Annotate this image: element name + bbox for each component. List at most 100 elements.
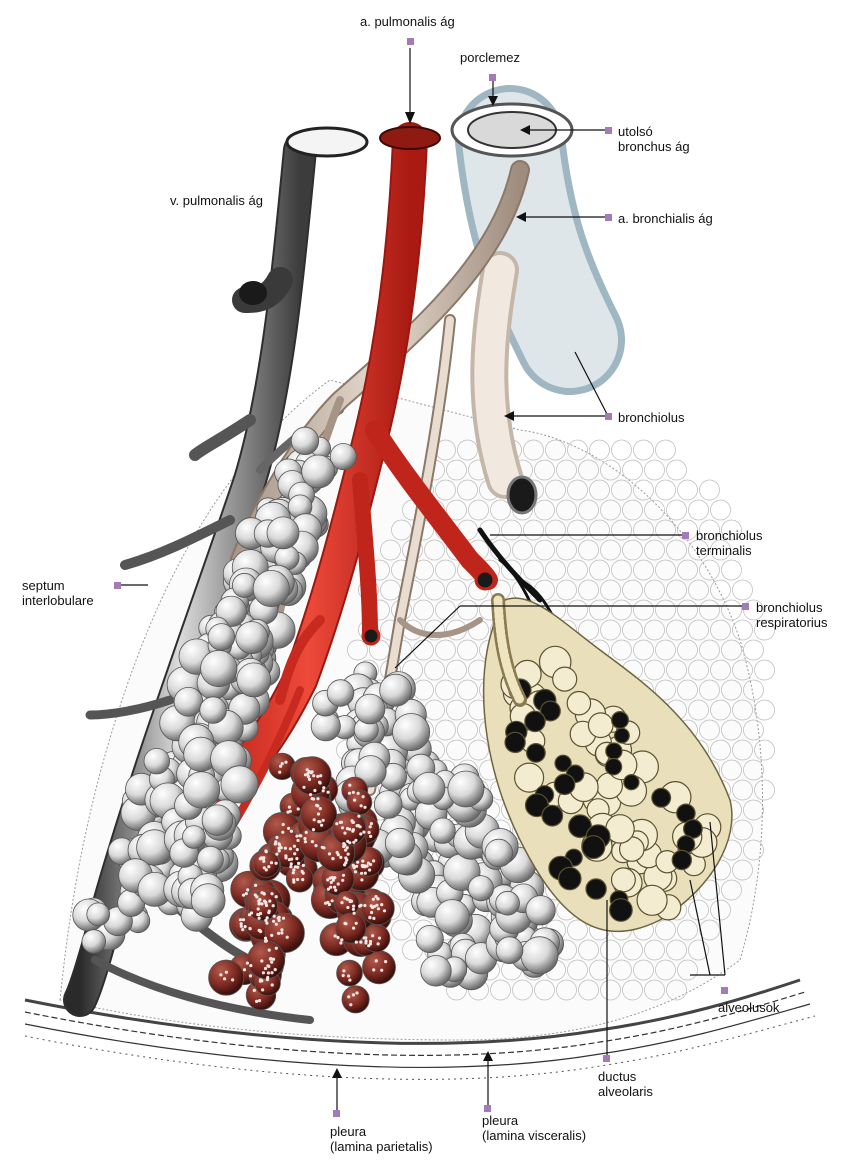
capillary-dot (314, 844, 318, 848)
capillary-dot (262, 866, 266, 870)
capillary-dot (372, 916, 376, 921)
white-alveolus (326, 679, 355, 707)
capillary-dot (340, 938, 344, 942)
background-alveolus (424, 539, 445, 561)
background-alveolus (611, 479, 632, 501)
capillary-dot (267, 948, 271, 952)
leader-arrowheads (332, 96, 530, 1078)
capillary-dot (354, 940, 358, 944)
background-alveolus (468, 739, 489, 761)
background-alveolus (600, 499, 621, 521)
capillary-dot (377, 936, 382, 940)
background-alveolus (688, 619, 709, 641)
capillary-dot (241, 918, 246, 922)
duct-lumen (613, 727, 630, 744)
background-alveolus (677, 679, 698, 701)
capillary-dot (340, 826, 345, 830)
capillary-dot (310, 840, 314, 844)
capillary-dot (354, 921, 358, 925)
background-alveolus (468, 499, 489, 521)
background-alveolus (457, 439, 478, 461)
background-alveolus (655, 959, 676, 981)
white-alveolus (354, 693, 386, 725)
background-alveolus (457, 719, 478, 741)
capillary-dot (274, 922, 278, 926)
background-alveolus (655, 439, 676, 461)
capillary-dot (247, 913, 252, 917)
capillary-dot (380, 968, 384, 972)
background-alveolus (743, 839, 764, 861)
background-alveolus (435, 479, 456, 501)
duct-lumen (524, 710, 546, 733)
background-alveolus (666, 539, 687, 561)
background-alveolus (446, 499, 467, 521)
white-alveolus (415, 925, 444, 954)
background-alveolus (556, 459, 577, 481)
duct-lumen (610, 710, 629, 729)
background-alveolus (578, 979, 599, 1001)
capillary-dot (374, 959, 378, 963)
background-alveolus (567, 959, 588, 981)
capillary-dot (257, 902, 261, 906)
label-bronchiolus-terminalis: bronchiolus terminalis (696, 528, 763, 558)
background-alveolus (611, 959, 632, 981)
capillary-dot (311, 797, 316, 801)
marker-pleura-parietalis (333, 1110, 340, 1117)
capillary-dot (274, 861, 278, 865)
capillary-dot (372, 968, 376, 972)
capillary-dot (299, 834, 303, 838)
capillary-dot (277, 915, 281, 919)
capillary-dot (333, 885, 337, 889)
background-alveolus (677, 559, 698, 581)
capillary-dot (296, 877, 300, 882)
duct-lumen (526, 743, 546, 763)
background-alveolus (666, 659, 687, 681)
background-alveolus (754, 699, 775, 721)
capillary-dot (264, 868, 268, 872)
background-alveolus (556, 539, 577, 561)
capillary-dot (371, 905, 375, 910)
background-alveolus (699, 599, 720, 621)
artery-cut-end (474, 569, 496, 591)
capillary-dot (254, 883, 258, 888)
background-alveolus (490, 499, 511, 521)
background-alveolus (424, 659, 445, 681)
capillary-dot (339, 820, 343, 824)
background-alveolus (699, 879, 720, 901)
duct-alveolus (636, 884, 668, 916)
alveoli-cluster-left (72, 426, 357, 954)
capillary-dot (278, 770, 282, 774)
background-alveolus (721, 679, 742, 701)
white-alveolus (420, 955, 452, 987)
capillary-dot (341, 973, 345, 978)
background-alveolus (655, 559, 676, 581)
duct-lumen (585, 878, 607, 900)
background-alveolus (391, 919, 412, 941)
capillary-dot (357, 814, 361, 818)
background-alveolus (600, 619, 621, 641)
capillary-dot (368, 825, 372, 829)
background-alveolus (644, 459, 665, 481)
background-alveolus (754, 779, 775, 801)
capillary-dot (275, 835, 279, 840)
background-alveolus (611, 519, 632, 541)
background-alveolus (644, 979, 665, 1001)
capillary-dot (339, 941, 343, 945)
capillary-dot (310, 770, 314, 774)
capillary-dot (372, 859, 376, 863)
capillary-dot (352, 911, 356, 915)
background-alveolus (446, 459, 467, 481)
duct-lumen (651, 787, 672, 808)
marker-pleura-visceralis (484, 1105, 491, 1112)
background-alveolus (655, 479, 676, 501)
capillary-dot (343, 843, 347, 847)
background-alveolus (743, 719, 764, 741)
duct-lumen (541, 804, 564, 827)
background-alveolus (435, 639, 456, 661)
marker-bronchiolus (605, 413, 612, 420)
white-alveolus (495, 936, 524, 964)
capillary-dot (322, 786, 326, 790)
leader-lines (120, 48, 745, 1110)
background-alveolus (754, 659, 775, 681)
